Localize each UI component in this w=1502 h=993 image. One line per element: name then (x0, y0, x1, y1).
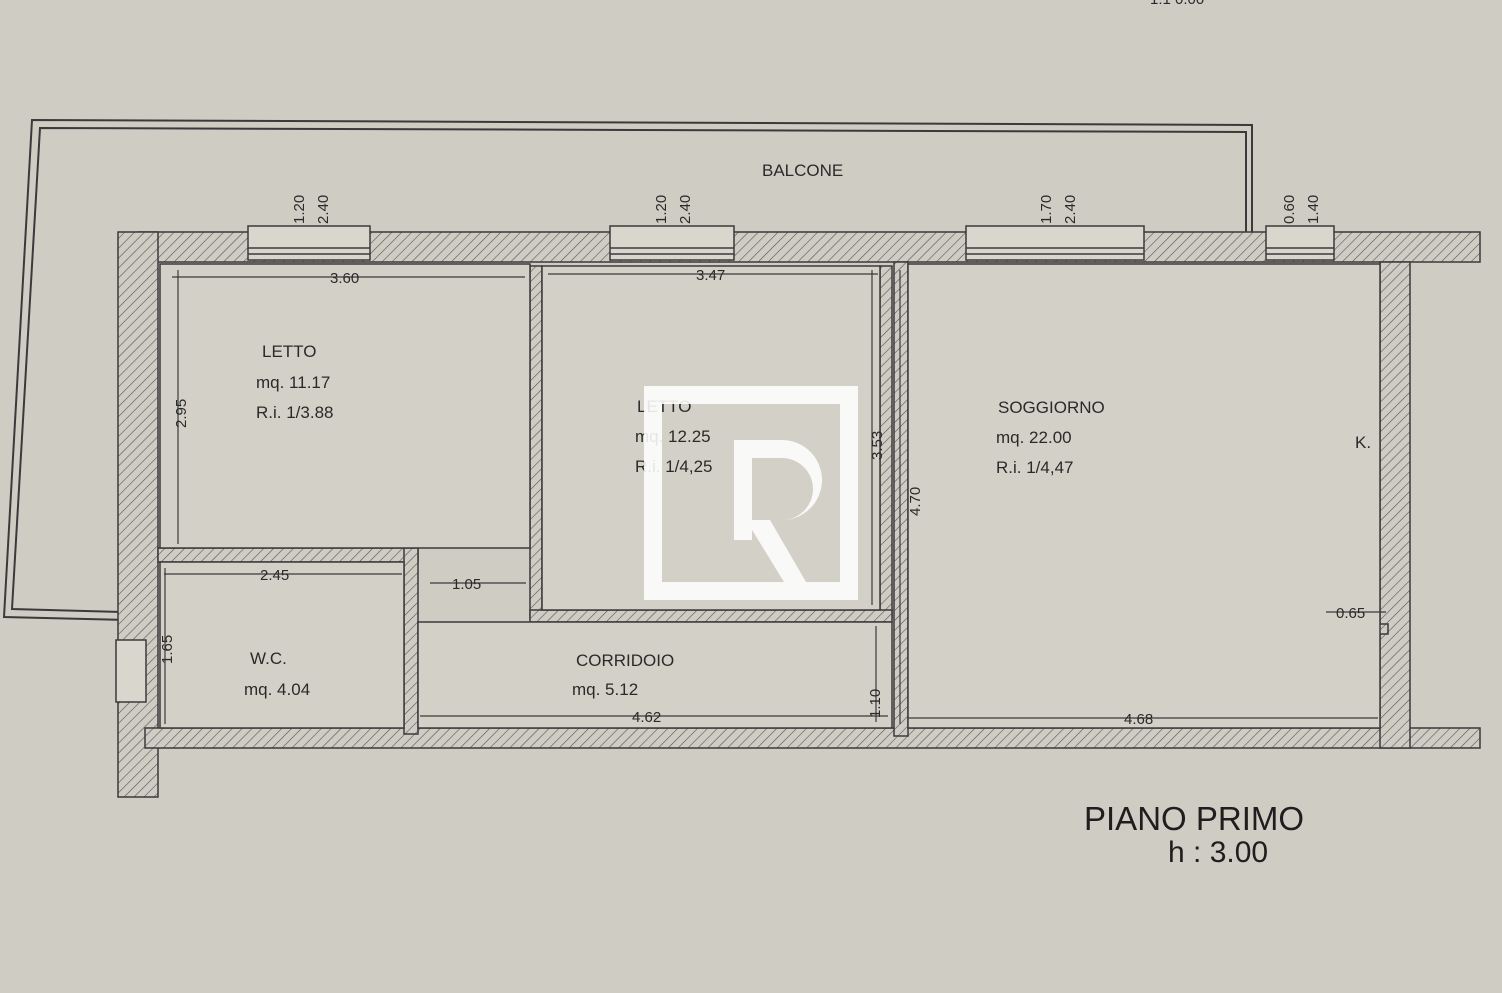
window-1-width: 1.20 (291, 195, 308, 224)
balcony (2, 118, 1253, 621)
dim-letto1-width: 3.60 (330, 270, 359, 287)
balcony-label: BALCONE (762, 161, 843, 180)
dim-letto1-depth: 2.95 (173, 399, 190, 428)
dim-corridoio-width: 4.62 (632, 709, 661, 726)
dim-wc-depth: 1.65 (159, 635, 176, 664)
room-corridoio-name: CORRIDOIO (576, 651, 674, 670)
kitchen-label: K. (1355, 433, 1371, 452)
room-letto-1-ri: R.i. 1/3.88 (256, 403, 334, 422)
room-wc-name: W.C. (250, 649, 287, 668)
room-corridoio-area: mq. 5.12 (572, 680, 638, 699)
window-dims: 1.20 2.40 1.20 2.40 1.70 2.40 0.60 1.40 (291, 195, 1322, 224)
dim-kitchen-niche: 0.65 (1336, 605, 1365, 622)
window-2-width: 1.20 (653, 195, 670, 224)
dim-corridoio-depth: 1.10 (867, 689, 884, 718)
dimension-lines (164, 270, 1386, 724)
window-3-width: 1.70 (1038, 195, 1055, 224)
dimension-labels: 3.60 3.47 2.95 3.53 4.70 4.68 2.45 1.65 … (159, 267, 1365, 728)
dim-passage: 1.05 (452, 576, 481, 593)
window-4-height: 1.40 (1305, 195, 1322, 224)
dim-letto2-depth: 3.53 (869, 431, 886, 460)
scale-fragment: 1:1 0.00 (1150, 0, 1204, 8)
room-wc-area: mq. 4.04 (244, 680, 310, 699)
room-soggiorno-ri: R.i. 1/4,47 (996, 458, 1074, 477)
window-1-height: 2.40 (315, 195, 332, 224)
dim-soggiorno-depth: 4.70 (907, 487, 924, 516)
dim-soggiorno-width: 4.68 (1124, 711, 1153, 728)
window-2-height: 2.40 (677, 195, 694, 224)
plan-height: h : 3.00 (1168, 836, 1268, 869)
room-soggiorno-name: SOGGIORNO (998, 398, 1105, 417)
window-4-width: 0.60 (1281, 195, 1298, 224)
window-3-height: 2.40 (1062, 195, 1079, 224)
windows (115, 225, 1335, 703)
plan-title: PIANO PRIMO (1084, 800, 1304, 837)
dim-wc-width: 2.45 (260, 567, 289, 584)
room-soggiorno-area: mq. 22.00 (996, 428, 1072, 447)
logo-r-icon (644, 386, 858, 600)
room-letto-1-area: mq. 11.17 (256, 373, 330, 392)
dim-letto2-width: 3.47 (696, 267, 725, 284)
room-areas (159, 263, 1381, 729)
room-letto-1-name: LETTO (262, 342, 316, 361)
